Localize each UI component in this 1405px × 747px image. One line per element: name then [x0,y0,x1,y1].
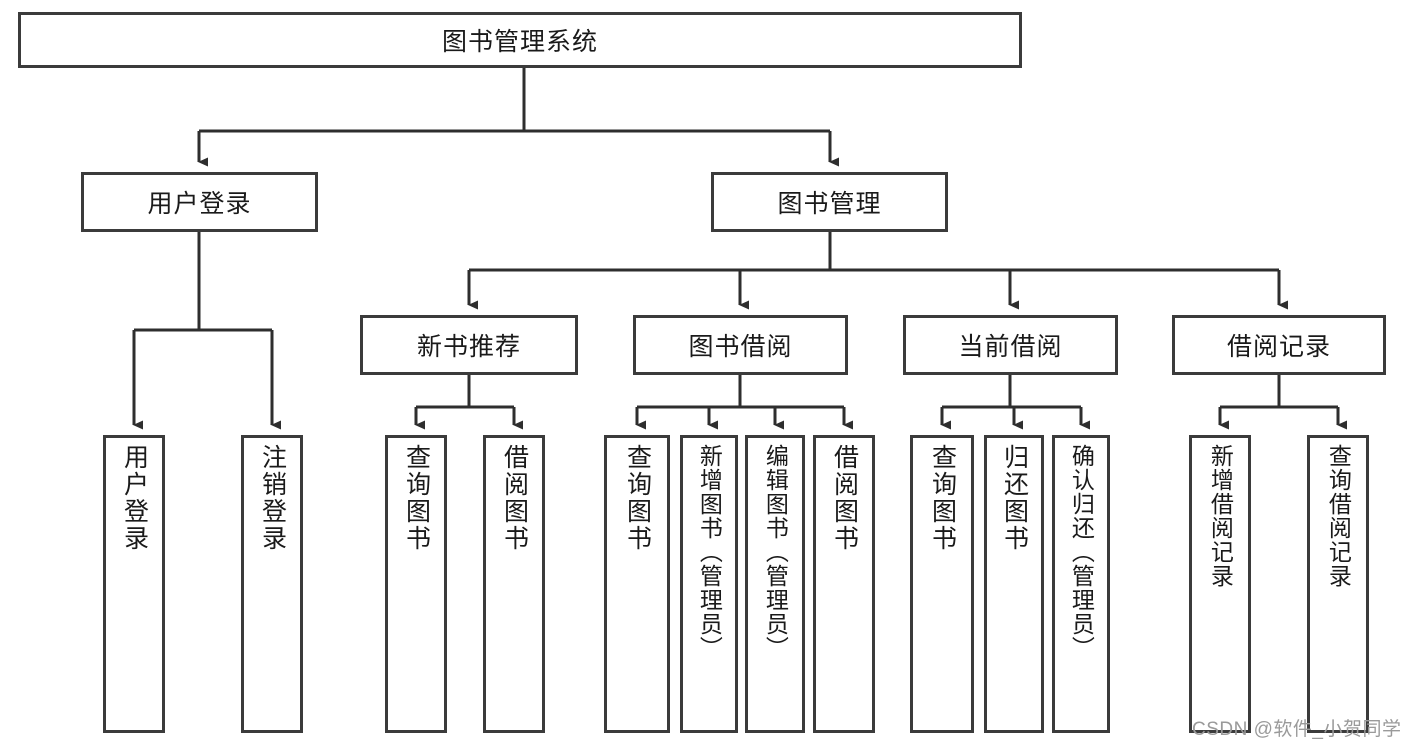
node-label: 注销登录 [258,444,287,552]
node-new-book-recommend[interactable]: 新书推荐 [360,315,578,375]
node-label: 新增借阅记录 [1207,444,1234,588]
node-label: 借阅图书 [830,444,859,552]
node-leaf-return-book[interactable]: 归还图书 [984,435,1044,733]
node-label: 查询借阅记录 [1325,444,1352,588]
node-book-borrow[interactable]: 图书借阅 [633,315,848,375]
node-label: 查询图书 [402,444,431,552]
node-label: 当前借阅 [958,333,1063,361]
node-leaf-add-book-admin[interactable]: 新增图书（管理员） [680,435,738,733]
node-leaf-query-borrow-record[interactable]: 查询借阅记录 [1307,435,1369,733]
node-leaf-borrow-book-1[interactable]: 借阅图书 [483,435,545,733]
node-user-login[interactable]: 用户登录 [81,172,318,232]
node-label: 用户登录 [120,444,149,552]
node-leaf-confirm-return-admin[interactable]: 确认归还（管理员） [1052,435,1110,733]
node-label: 查询图书 [623,444,652,552]
node-label: 图书管理 [777,190,882,218]
watermark-text: CSDN @软件_小贺同学 [1192,719,1402,740]
node-label: 新书推荐 [416,333,521,361]
node-label: 确认归还（管理员） [1068,444,1095,660]
node-leaf-query-book-1[interactable]: 查询图书 [385,435,447,733]
node-current-borrow[interactable]: 当前借阅 [903,315,1118,375]
node-label: 借阅记录 [1226,333,1331,361]
node-leaf-add-borrow-record[interactable]: 新增借阅记录 [1189,435,1251,733]
node-leaf-user-login[interactable]: 用户登录 [103,435,165,733]
node-borrow-record[interactable]: 借阅记录 [1172,315,1386,375]
node-label: 借阅图书 [500,444,529,552]
node-label: 编辑图书（管理员） [762,444,789,660]
node-book-management-system[interactable]: 图书管理系统 [18,12,1022,68]
node-book-management[interactable]: 图书管理 [711,172,948,232]
node-label: 归还图书 [1000,444,1029,552]
node-leaf-borrow-book-2[interactable]: 借阅图书 [813,435,875,733]
node-leaf-query-book-2[interactable]: 查询图书 [604,435,670,733]
node-leaf-edit-book-admin[interactable]: 编辑图书（管理员） [745,435,805,733]
node-label: 图书借阅 [688,333,793,361]
node-label: 图书管理系统 [441,28,598,56]
node-label: 用户登录 [147,190,252,218]
node-leaf-logout[interactable]: 注销登录 [241,435,303,733]
node-leaf-query-book-3[interactable]: 查询图书 [910,435,974,733]
node-label: 查询图书 [928,444,957,552]
node-label: 新增图书（管理员） [696,444,723,660]
